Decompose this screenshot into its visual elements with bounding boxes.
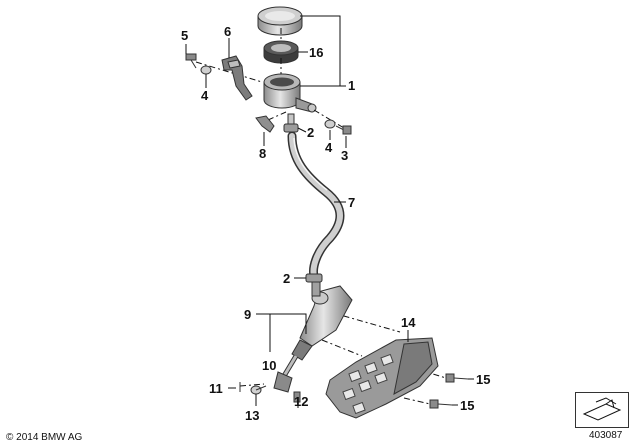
callout-14: 14 [401,315,416,330]
callout-4-right: 4 [325,140,333,155]
align-line-bolt15b [403,397,431,405]
leader-lines [185,15,474,408]
align-line-pin [239,383,265,387]
plate-hole [374,371,388,385]
clamp-bracket [221,55,253,101]
callout-10: 10 [262,358,276,373]
hose [287,131,345,281]
orientation-frame [575,392,629,428]
callout-7: 7 [348,195,355,210]
callout-13: 13 [245,408,259,423]
hose-clip-bottom [305,273,323,283]
footrest-plate [325,337,439,419]
push-rod [273,354,299,393]
callout-2-bottom: 2 [283,271,290,286]
callout-6: 6 [224,24,231,39]
align-line-bolt3 [313,109,345,129]
pin-13 [250,385,267,395]
callout-3: 3 [341,148,348,163]
plate-hole [352,401,366,415]
align-line-pedal-2 [321,339,363,357]
copyright-text: © 2014 BMW AG [6,432,83,443]
callout-8: 8 [259,146,266,161]
callout-1: 1 [348,78,355,93]
callout-9: 9 [244,307,251,322]
callout-15-lower: 15 [460,398,474,413]
plate-hole [358,379,372,393]
callout-15-upper: 15 [476,372,490,387]
bolt-12 [293,391,301,403]
align-line-clamp [267,111,287,121]
reservoir-body [263,73,317,113]
callout-16: 16 [309,45,323,60]
callout-11: 11 [209,381,223,396]
callout-4-left: 4 [201,88,209,103]
plate-hole [380,353,394,367]
align-line-pedal [329,311,401,333]
perspective-arrow-icon [582,397,622,421]
bolt-15-upper [445,373,469,383]
washer-4-right [324,119,336,129]
bolt-15-lower [429,399,453,409]
reservoir-seal [263,40,299,64]
callout-5: 5 [181,28,188,43]
washer-4-left [200,65,212,75]
diagram-number: 403087 [589,430,623,441]
align-line-bolt5 [195,61,263,83]
reservoir-cap [257,6,303,36]
plate-hole [364,361,378,375]
clamp-half [255,115,275,133]
bolt-5 [185,53,197,69]
hose-clip-top [283,113,299,133]
callout-2-top: 2 [307,125,314,140]
master-cylinder [291,281,353,361]
plate-hole [348,369,362,383]
plate-hole [342,387,356,401]
bolt-3 [335,125,352,135]
callout-12: 12 [294,394,308,409]
